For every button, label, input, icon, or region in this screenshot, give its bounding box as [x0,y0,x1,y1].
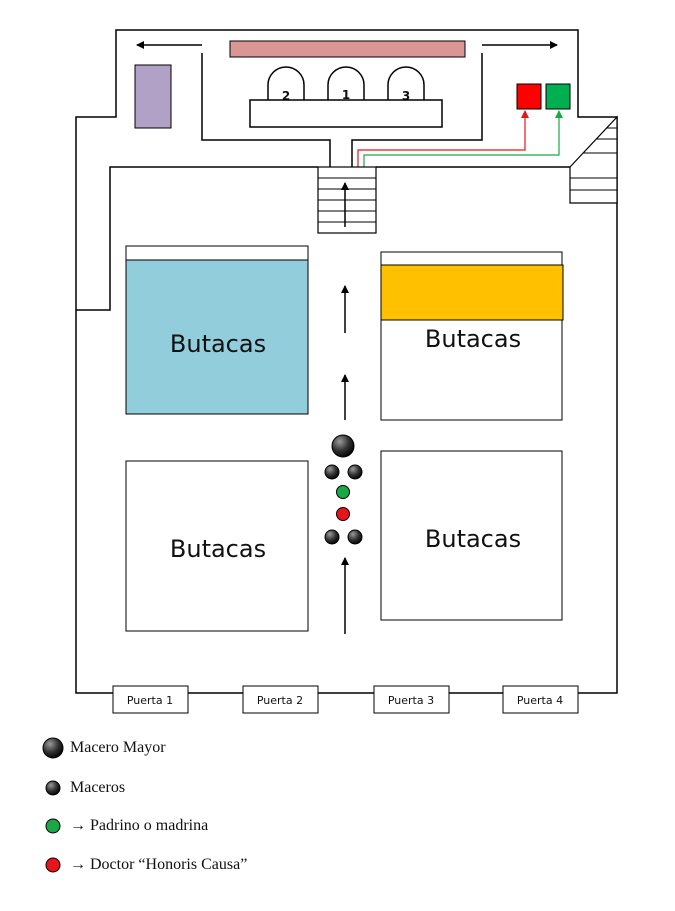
seating-block-bottom-right [380,450,563,621]
macero [324,464,340,480]
stage-chair-2 [267,66,305,100]
reserved-band [380,264,564,321]
stage-bar [229,40,466,58]
door-1 [112,685,189,714]
doctor-path [357,110,529,178]
seating-label: Butacas [425,325,521,353]
stage-seat-label: 2 [282,89,290,103]
macero-mayor-marker [42,737,64,759]
stage-chair-3 [387,66,425,100]
stage-chair-1 [327,66,365,100]
door-label: Puerta 2 [257,694,303,707]
macero [347,464,363,480]
legend-item-maceros: Maceros [40,776,125,800]
door-label: Puerta 4 [517,694,563,707]
stage-enclosure [201,53,483,167]
legend-label: Maceros [70,779,126,796]
seating-label: Butacas [425,525,521,553]
doctor-honoris-causa [336,507,350,521]
macero [347,529,363,545]
side-stairs [569,115,618,204]
door-3 [373,685,450,714]
macero [324,529,340,545]
seating-label: Butacas [170,535,266,563]
lectern [134,64,172,129]
legend-arrow: → [70,856,86,873]
seating-label: Butacas [170,330,266,358]
legend-item-macero-mayor: Macero Mayor [40,736,166,760]
legend-label: Doctor “Honoris Causa” [90,856,248,873]
legend-item-padrino: → Padrino o madrina [40,814,208,838]
door-label: Puerta 1 [127,694,173,707]
inner-wall [76,166,318,311]
doctor-marker [45,857,61,873]
seating-block-top-left [125,259,309,415]
stage-seat-label: 1 [342,88,350,102]
seating-block-bottom-left [125,460,309,632]
stage-seat-label: 3 [402,89,410,103]
door-4 [502,685,579,714]
central-stairs [317,166,377,234]
padrino-marker [45,818,61,834]
presidency-table [249,99,443,128]
legend-label: Macero Mayor [70,739,166,756]
padrino [336,485,350,499]
legend-label: Padrino o madrina [90,817,209,834]
macero-mayor [331,434,355,458]
legend-arrow: → [70,817,86,834]
door-label: Puerta 3 [388,694,434,707]
macero-marker [45,780,61,796]
door-2 [242,685,319,714]
seating-block-top-left-front [125,245,309,261]
doctor-destination-square [516,83,542,110]
legend-item-doctor: → Doctor “Honoris Causa” [40,853,247,877]
sponsor-destination-square [545,83,571,110]
